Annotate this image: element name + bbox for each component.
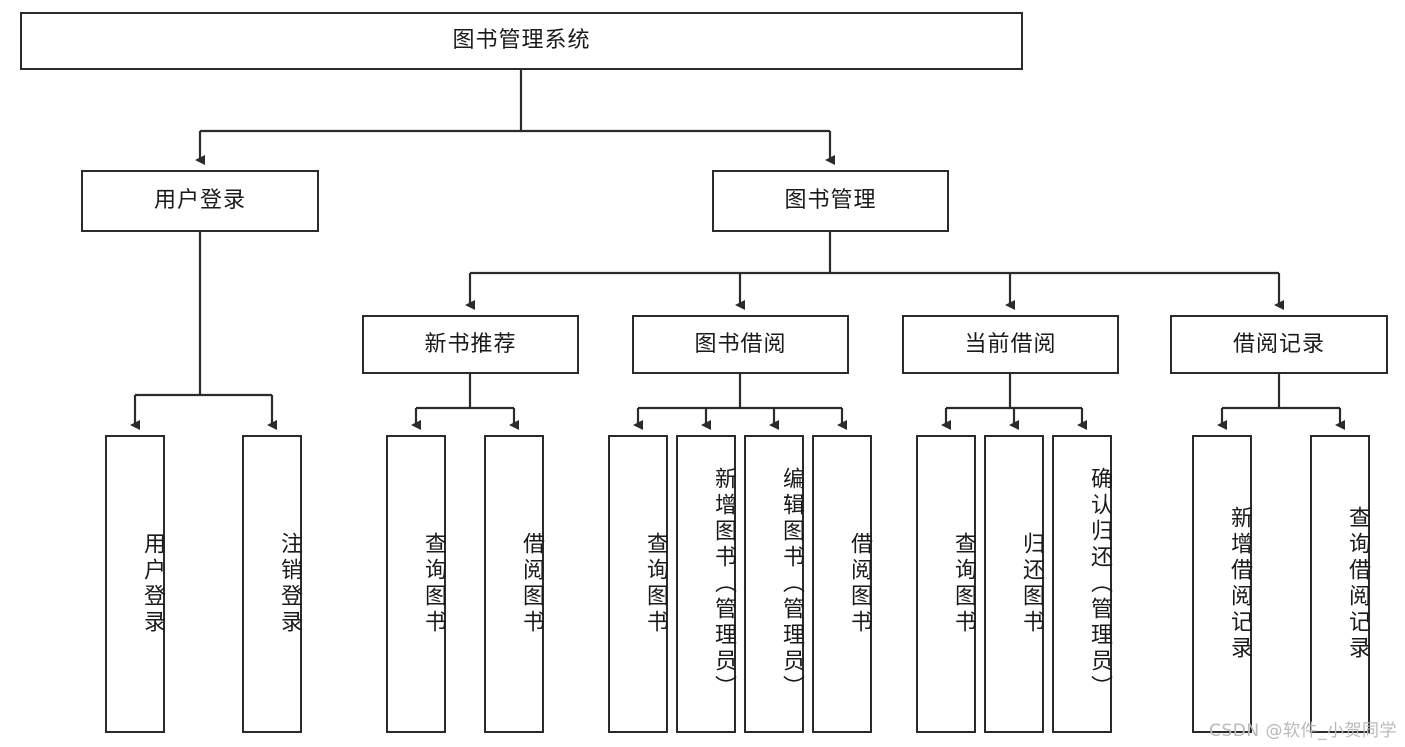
node-current-borrow[interactable]: 当前借阅: [902, 315, 1119, 374]
leaf-query-books-recommend[interactable]: 查询图书: [386, 435, 446, 733]
node-book-borrow[interactable]: 图书借阅: [632, 315, 849, 374]
leaf-add-borrow-record[interactable]: 新增借阅记录: [1192, 435, 1252, 733]
connector-group-root: [195, 70, 835, 165]
leaf-confirm-return-admin[interactable]: 确认归还（管理员）: [1052, 435, 1112, 733]
csdn-watermark: CSDN @软件_小贺同学: [1209, 721, 1397, 741]
leaf-query-borrow-record[interactable]: 查询借阅记录: [1310, 435, 1370, 733]
connector-group-book-manage: [465, 232, 1284, 310]
leaf-edit-book-admin[interactable]: 编辑图书（管理员）: [744, 435, 804, 733]
leaf-query-books-current[interactable]: 查询图书: [916, 435, 976, 733]
node-new-book-recommend[interactable]: 新书推荐: [362, 315, 579, 374]
leaf-user-login[interactable]: 用户登录: [105, 435, 165, 733]
leaf-logout-login[interactable]: 注销登录: [242, 435, 302, 733]
leaf-borrow-book[interactable]: 借阅图书: [812, 435, 872, 733]
node-borrow-record[interactable]: 借阅记录: [1170, 315, 1388, 374]
node-root[interactable]: 图书管理系统: [20, 12, 1023, 70]
leaf-return-book[interactable]: 归还图书: [984, 435, 1044, 733]
connector-group-borrow-record: [1217, 374, 1345, 430]
node-user-login[interactable]: 用户登录: [81, 170, 319, 232]
leaf-add-book-admin[interactable]: 新增图书（管理员）: [676, 435, 736, 733]
connector-group-user-login: [130, 232, 277, 430]
leaf-borrow-books-recommend[interactable]: 借阅图书: [484, 435, 544, 733]
leaf-query-books-borrow[interactable]: 查询图书: [608, 435, 668, 733]
node-book-management[interactable]: 图书管理: [712, 170, 949, 232]
connector-group-borrow: [633, 374, 847, 430]
connector-group-new-books: [411, 374, 519, 430]
connector-group-current-borrow: [941, 374, 1087, 430]
